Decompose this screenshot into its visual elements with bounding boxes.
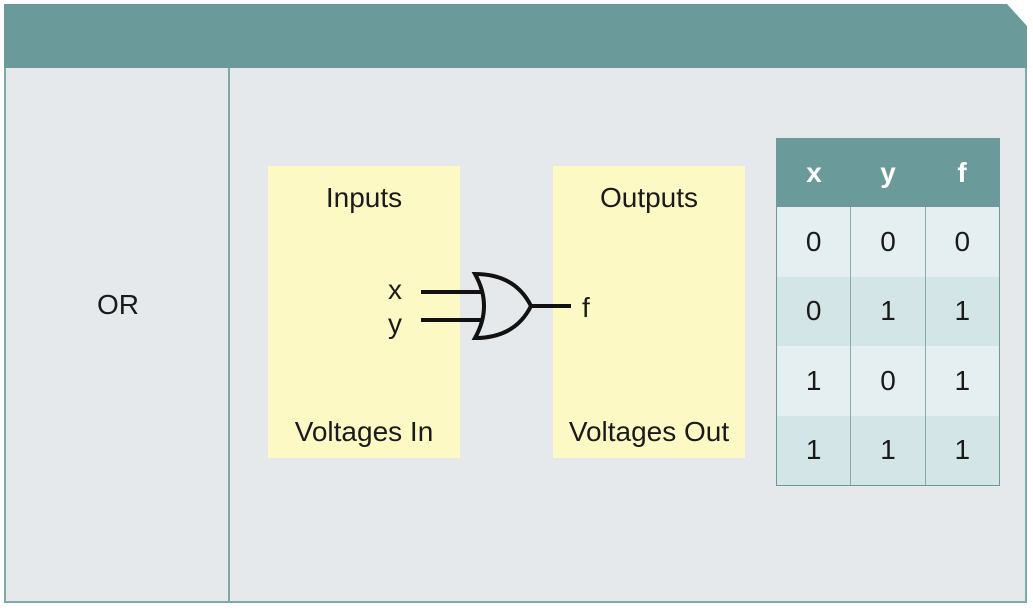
table-row: 1 1 1: [777, 415, 999, 485]
cell-y: 0: [850, 207, 924, 277]
header-f: f: [957, 157, 967, 188]
column-divider: [228, 68, 230, 603]
cell-f: 0: [924, 207, 999, 277]
truth-table-body: 0 0 0 0 1 1 1 0 1 1 1 1: [777, 207, 999, 485]
header-bar: [4, 4, 1027, 68]
cell-y: 1: [850, 415, 924, 485]
cell-f: 1: [924, 415, 999, 485]
cell-x: 0: [805, 295, 822, 327]
cell-y: 1: [850, 276, 924, 346]
header-y: y: [880, 157, 896, 188]
truth-table-header: x y f: [777, 139, 999, 207]
output-f-label: f: [582, 292, 590, 323]
or-gate-body: [471, 271, 534, 341]
input-x-label: x: [388, 274, 402, 305]
table-row: 0 1 1: [777, 276, 999, 346]
or-gate-icon: [421, 271, 571, 341]
cell-f: 1: [924, 346, 999, 416]
inputs-title: Inputs: [325, 182, 403, 213]
outputs-caption: Voltages Out: [568, 416, 730, 447]
inputs-caption: Voltages In: [294, 416, 434, 447]
cell-x: 0: [805, 225, 822, 257]
gate-label: OR: [97, 289, 139, 320]
cell-y: 0: [850, 346, 924, 416]
inputs-box: Inputs Voltages In: [268, 166, 460, 458]
outputs-title: Outputs: [599, 182, 699, 213]
table-row: 0 0 0: [777, 207, 999, 277]
cell-x: 1: [805, 364, 822, 396]
cell-f: 1: [924, 276, 999, 346]
table-row: 1 0 1: [777, 346, 999, 416]
diagram-frame: OR Inputs Voltages In Outputs Voltages O…: [4, 4, 1027, 604]
outputs-box: Outputs Voltages Out: [553, 166, 745, 458]
input-y-label: y: [388, 308, 402, 339]
truth-table: x y f 0 0 0 0 1 1 1 0 1 1 1 1: [776, 138, 1000, 486]
header-x: x: [806, 157, 822, 188]
cell-x: 1: [805, 434, 822, 466]
